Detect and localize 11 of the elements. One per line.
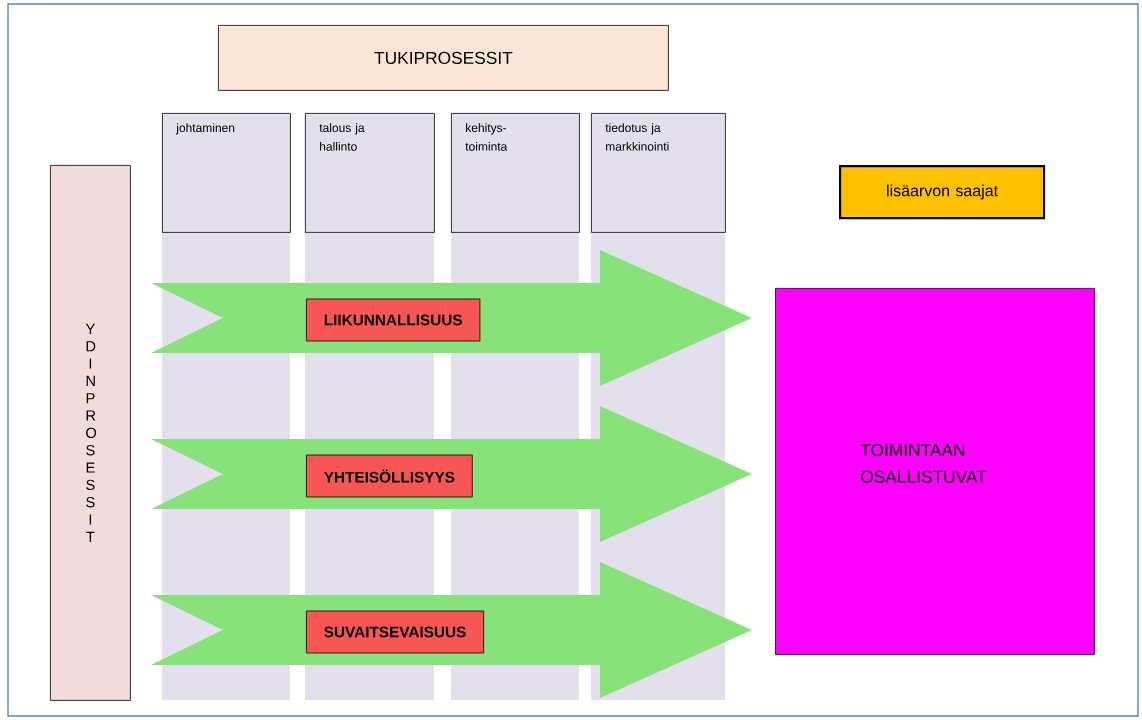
label-box: lisäarvon saajat: [839, 165, 1046, 220]
vertical-box: YDINPROSESSIT: [50, 165, 131, 701]
edge-label: SUVAITSEVAISUUS: [306, 610, 485, 654]
node-label: johtaminen: [175, 123, 235, 135]
heading-box: TUKIPROSESSIT: [218, 25, 669, 91]
target-box: TOIMINTAAN OSALLISTUVAT: [775, 288, 1095, 655]
node-label: tiedotus ja markkinointi: [605, 123, 669, 151]
node-label: talous ja hallinto: [319, 123, 365, 151]
edge-label: LIIKUNNALLISUUS: [306, 298, 481, 342]
edge-label: YHTEISÖLLISYYS: [306, 454, 473, 498]
node-label: kehitys-toiminta: [465, 123, 508, 151]
